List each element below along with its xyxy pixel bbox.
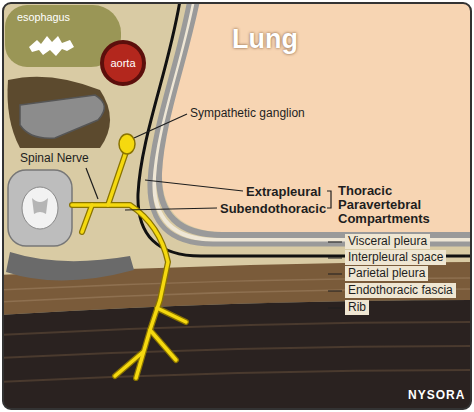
nerve-fill <box>72 152 186 378</box>
branch-path <box>150 330 176 360</box>
ramus-path <box>108 152 126 205</box>
ramus-path <box>108 152 126 205</box>
part-label: Rib <box>345 300 369 315</box>
spinal-nerve-path <box>72 205 168 378</box>
rib-texture <box>3 322 471 382</box>
branch-path <box>157 308 186 322</box>
illustration-group <box>3 3 471 409</box>
bracket <box>327 191 331 208</box>
paraspinal-muscle <box>8 77 111 148</box>
part-label: Sympathetic ganglion <box>190 106 305 121</box>
leader-line <box>328 307 342 308</box>
vertebral-canal <box>8 170 72 246</box>
pleura-layers <box>138 3 471 256</box>
leader-line <box>328 257 342 258</box>
part-label: Visceral pleura <box>345 234 430 249</box>
endothoracic-fascia <box>138 3 471 256</box>
part-label: Extrapleural <box>246 184 321 199</box>
part-label: Parietal pleura <box>345 266 428 281</box>
muscle-texture <box>3 278 471 302</box>
rib-stripe <box>3 346 471 358</box>
dorsal-ramus-path <box>82 205 92 232</box>
lung-label-region: Lung <box>232 24 326 64</box>
node-text: Lung <box>232 24 326 55</box>
node-text: esophagus <box>5 5 121 23</box>
branch-path <box>115 352 143 376</box>
spinal-nerve-path <box>72 205 168 378</box>
part-label: Thoracic Paravertebral Compartments <box>338 184 438 226</box>
branch-path <box>150 330 176 360</box>
part-label: Spinal Nerve <box>20 151 89 166</box>
frame <box>3 3 471 409</box>
leader-line <box>328 273 342 274</box>
visceral-pleura <box>159 3 471 235</box>
nerves <box>72 152 186 378</box>
part-label: Interpleural space <box>345 250 446 265</box>
interpleural-space <box>154 3 471 240</box>
leader-line <box>328 290 342 291</box>
watermark: NYSORA <box>408 388 465 403</box>
node-text: aorta <box>110 57 135 69</box>
rib-stripe <box>3 370 471 382</box>
leader-line <box>86 168 98 199</box>
sympathetic-ganglion <box>119 134 135 154</box>
spinal-cord <box>22 187 58 229</box>
transverse-process <box>20 95 104 138</box>
rib <box>3 300 471 409</box>
leader-line <box>328 241 342 242</box>
part-label: Subendothoracic <box>220 201 326 216</box>
leader-line <box>145 180 243 191</box>
nerve-outline <box>72 152 186 378</box>
part-label: Endothoracic fascia <box>345 283 456 298</box>
rib-stripe <box>3 322 471 335</box>
leader-line <box>125 208 217 210</box>
aorta-circle: aorta <box>100 40 146 86</box>
lamina <box>6 252 134 281</box>
leader-line <box>134 114 187 138</box>
lung-region <box>162 3 471 232</box>
branch-path <box>157 308 186 322</box>
leader-lines <box>86 114 342 308</box>
dorsal-ramus-path <box>82 205 92 232</box>
lumen-shape <box>29 36 74 56</box>
grey-matter <box>32 198 48 214</box>
